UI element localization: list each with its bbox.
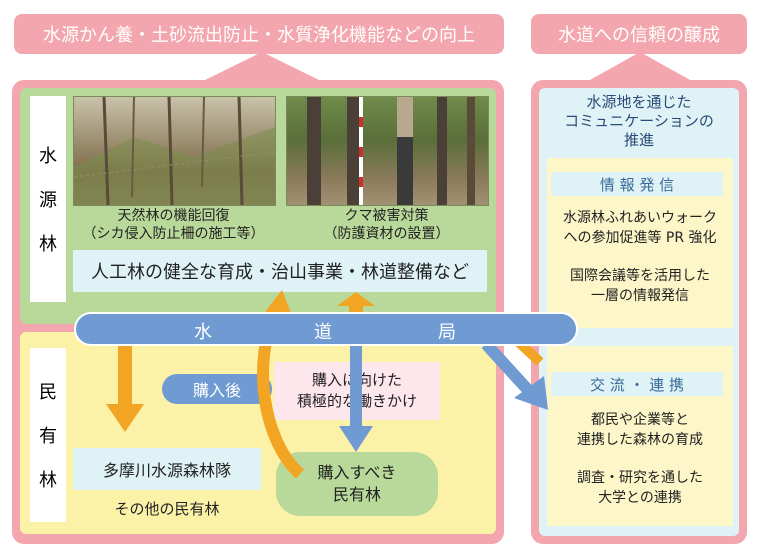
blue-diagonal-arrow-shaft [481,339,533,395]
forest-to-buy-box: 購入すべき 民有林 [276,452,438,516]
label-char: 民 [39,382,57,403]
title-line: コミュニケーションの [564,111,714,130]
caption-line: （シカ侵入防止柵の施工等） [82,226,265,242]
orange-down-arrow-head [106,404,144,432]
info-line: 国際会議等を活用した [570,268,710,284]
top-banner-left-text: 水源かん養・土砂流出防止・水質浄化機能などの向上 [43,25,475,46]
after-purchase-pill: 購入後 [162,374,272,404]
info-header: 情 報 発 信 [551,172,723,196]
info-item-2: 国際会議等を活用した 一層の情報発信 [547,264,733,308]
orange-curved-arrow-head [262,290,292,316]
top-banner-right: 水道への信頼の醸成 [531,14,747,54]
orange-up-arrow-shaft [349,304,363,314]
bear-damage-photo [286,96,489,206]
label-char: 源 [39,190,57,211]
to-buy-line: 民有林 [332,485,381,504]
tama-river-corps-box: 多摩川水源森林隊 [73,448,261,490]
label-char: 林 [39,470,57,491]
info-header-text: 情 報 発 信 [599,175,675,194]
other-private-forest-text: その他の民有林 [114,499,220,518]
bureau-char: 水 [194,322,212,343]
natural-forest-photo [73,96,276,206]
caption-line: クマ被害対策 [344,208,429,224]
water-bureau-bar: 水 道 局 [74,312,578,346]
banner-left-arrow-head [205,52,319,80]
info-item-1: 水源林ふれあいウォーク への参加促進等 PR 強化 [547,206,733,250]
coop-item-1: 都民や企業等と 連携した森林の育成 [547,408,733,452]
info-line: 一層の情報発信 [591,288,689,304]
natural-forest-caption: 天然林の機能回復 （シカ侵入防止柵の施工等） [73,206,274,244]
orange-down-arrow-shaft [118,344,132,406]
title-line: 推進 [623,130,654,149]
coop-item-2: 調査・研究を通した 大学との連携 [547,466,733,510]
caption-line: （防護資材の設置） [323,226,450,242]
private-forest-label: 民 有 林 [30,348,66,522]
title-line: 水源地を通じた [586,92,692,111]
tama-river-corps-text: 多摩川水源森林隊 [102,461,231,480]
coop-line: 調査・研究を通した [577,470,703,486]
blue-diagonal-arrow-head [514,376,548,410]
forest-work-text: 人工林の健全な育成・治山事業・林道整備など [91,262,469,283]
coop-header: 交 流 ・ 連 携 [551,372,723,396]
info-line: への参加促進等 PR 強化 [563,230,717,246]
communication-title: 水源地を通じた コミュニケーションの 推進 [539,92,739,150]
top-banner-right-text: 水道への信頼の醸成 [558,25,720,46]
after-purchase-text: 購入後 [192,381,241,400]
bureau-char: 局 [438,322,456,343]
label-char: 有 [39,426,57,447]
label-char: 水 [39,146,57,167]
top-banner-left: 水源かん養・土砂流出防止・水質浄化機能などの向上 [14,14,504,54]
coop-line: 連携した森林の育成 [577,432,703,448]
forest-work-box: 人工林の健全な育成・治山事業・林道整備など [73,250,487,292]
coop-header-text: 交 流 ・ 連 携 [589,375,685,394]
blue-down-arrow-head [339,426,373,452]
to-buy-line: 購入すべき [317,463,397,482]
banner-right-arrow-head [590,52,690,80]
label-char: 林 [39,234,57,255]
blue-down-arrow-shaft [350,344,362,428]
caption-line: 天然林の機能回復 [117,208,230,224]
orange-up-arrow-head [337,292,375,306]
coop-line: 都民や企業等と [591,412,689,428]
bear-damage-caption: クマ被害対策 （防護資材の設置） [286,206,487,244]
info-line: 水源林ふれあいウォーク [563,210,717,226]
water-source-forest-label: 水 源 林 [30,96,66,302]
coop-line: 大学との連携 [598,490,682,506]
other-private-forest-label: その他の民有林 [73,494,261,522]
bureau-char: 道 [314,322,332,343]
